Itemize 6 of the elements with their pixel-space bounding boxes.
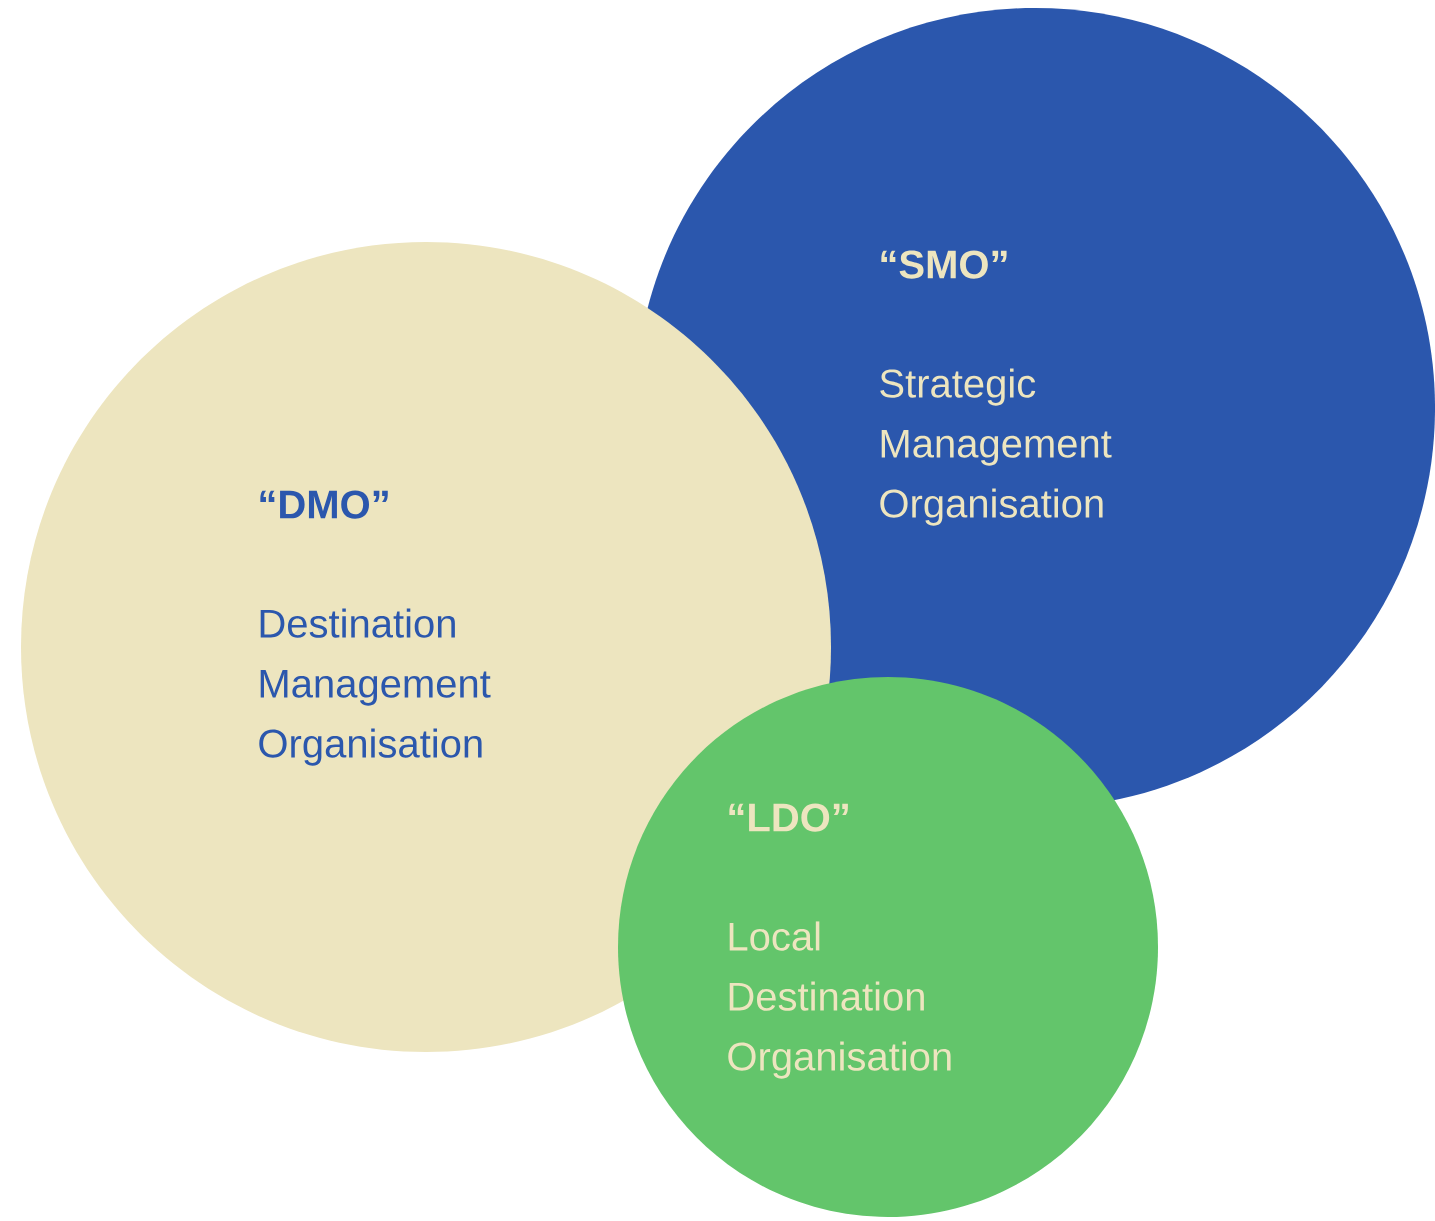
description: Destination Management Organisation: [259, 608, 491, 766]
heading: “LDO”: [729, 803, 848, 832]
heading: “SMO”: [881, 250, 1007, 279]
heading: “DMO”: [260, 490, 388, 519]
description: Local Destination Organisation: [728, 921, 951, 1079]
description: Strategic Management Organisation: [880, 368, 1112, 526]
